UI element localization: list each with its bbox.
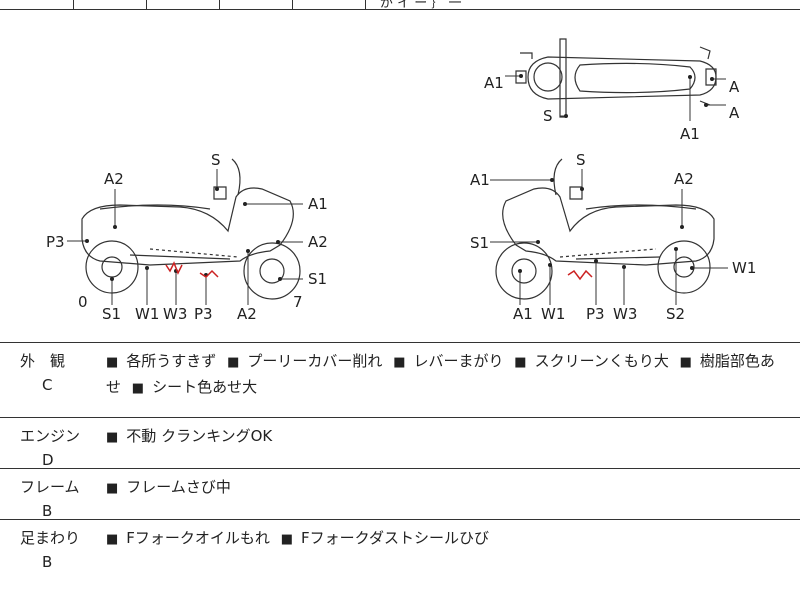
category-label: 足まわり	[20, 529, 81, 547]
condition-items: ■ 不動 クランキングOK	[106, 424, 791, 450]
label-right-s: S	[576, 151, 586, 169]
condition-item: 各所うすきず	[126, 352, 217, 370]
condition-row-exterior: 外 観 C ■ 各所うすきず ■ プーリーカバー削れ ■ レバーまがり ■ スクリーンく…	[0, 343, 800, 418]
category-label: エンジン	[20, 427, 81, 445]
label-left-a2-top: A2	[104, 170, 124, 188]
condition-row-frame: フレーム B ■ フレームさび中	[0, 469, 800, 520]
label-left-0: 0	[78, 293, 88, 311]
label-left-s1-right: S1	[308, 270, 327, 288]
label-right-a1: A1	[470, 171, 490, 189]
bullet-icon: ■	[106, 355, 119, 370]
label-left-s: S	[211, 151, 221, 169]
label-left-7: 7	[293, 293, 303, 311]
label-right-a2: A2	[674, 170, 694, 188]
condition-item: スクリーンくもり大	[534, 352, 669, 370]
label-top-a1-bottom: A1	[680, 125, 700, 143]
label-right-w1-side: W1	[732, 259, 756, 277]
category-cell: 足まわり B	[20, 526, 90, 574]
bullet-icon: ■	[679, 355, 692, 370]
label-top-a-upper: A	[729, 78, 740, 96]
condition-items: ■ Fフォークオイルもれ ■ Fフォークダストシールひび	[106, 526, 791, 552]
bullet-icon: ■	[131, 381, 145, 396]
label-right-a1-bottom: A1	[513, 305, 533, 323]
top-view-scooter	[515, 38, 717, 118]
grade-label: B	[42, 502, 53, 520]
right-view-scooter	[495, 158, 715, 300]
condition-item: フレームさび中	[126, 478, 231, 496]
label-right-w3: W3	[613, 305, 637, 323]
header-cell	[219, 0, 293, 9]
label-top-s: S	[543, 107, 553, 125]
damage-diagram: A1 A A A1 S S A2 A1 P3 A2 S1 0 7 S1 W1 W…	[0, 9, 800, 343]
label-top-a1-left: A1	[484, 74, 504, 92]
bullet-icon: ■	[393, 355, 406, 370]
condition-item: Fフォークオイルもれ	[126, 529, 270, 547]
damage-marks	[165, 261, 593, 281]
bullet-icon: ■	[227, 355, 240, 370]
label-left-s1-bottom: S1	[102, 305, 121, 323]
category-cell: フレーム B	[20, 475, 90, 523]
header-cell	[292, 0, 366, 9]
condition-item: プーリーカバー削れ	[247, 352, 383, 370]
bullet-icon: ■	[280, 532, 294, 547]
condition-items: ■ 各所うすきず ■ プーリーカバー削れ ■ レバーまがり ■ スクリーンくもり大 ■樹…	[106, 349, 791, 401]
label-top-a-lower: A	[729, 104, 740, 122]
category-cell: 外 観 C	[20, 349, 90, 397]
label-left-a1: A1	[308, 195, 328, 213]
category-label: 外 観	[20, 352, 66, 370]
bullet-icon: ■	[514, 355, 527, 370]
header-partial-text: が イ ー ｝ 一	[380, 0, 462, 11]
label-right-s2: S2	[666, 305, 685, 323]
grade-label: B	[42, 553, 53, 571]
condition-item: レバーまがり	[413, 352, 504, 370]
header-cell	[146, 0, 220, 9]
condition-item: 不動 クランキングOK	[126, 427, 273, 445]
condition-row-engine: エンジン D ■ 不動 クランキングOK	[0, 418, 800, 469]
label-right-p3: P3	[586, 305, 605, 323]
header-row: が イ ー ｝ 一	[0, 0, 800, 11]
condition-item: Fフォークダストシールひび	[301, 529, 490, 547]
header-cell	[0, 0, 74, 9]
condition-item: シート色あせ大	[152, 378, 258, 396]
condition-item: 樹脂部色あせ	[106, 352, 775, 396]
label-left-p3: P3	[46, 233, 65, 251]
bullet-icon: ■	[106, 481, 119, 496]
category-label: フレーム	[20, 478, 80, 496]
scooter-diagram-svg: A1 A A A1 S S A2 A1 P3 A2 S1 0 7 S1 W1 W…	[46, 38, 756, 323]
grade-label: C	[42, 376, 53, 394]
bullet-icon: ■	[106, 532, 119, 547]
category-cell: エンジン D	[20, 424, 90, 472]
label-left-w1: W1	[135, 305, 159, 323]
label-left-a2-bottom: A2	[237, 305, 257, 323]
grade-label: D	[42, 451, 54, 469]
condition-items: ■ フレームさび中	[106, 475, 791, 501]
bullet-icon: ■	[106, 430, 119, 445]
label-right-s1: S1	[470, 234, 489, 252]
label-right-w1-bottom: W1	[541, 305, 565, 323]
header-cell	[73, 0, 147, 9]
label-left-a2-right: A2	[308, 233, 328, 251]
condition-row-suspension: 足まわり B ■ Fフォークオイルもれ ■ Fフォークダストシールひび	[0, 520, 800, 600]
label-left-p3-bottom: P3	[194, 305, 213, 323]
label-left-w3: W3	[163, 305, 187, 323]
left-view-scooter	[81, 158, 301, 300]
